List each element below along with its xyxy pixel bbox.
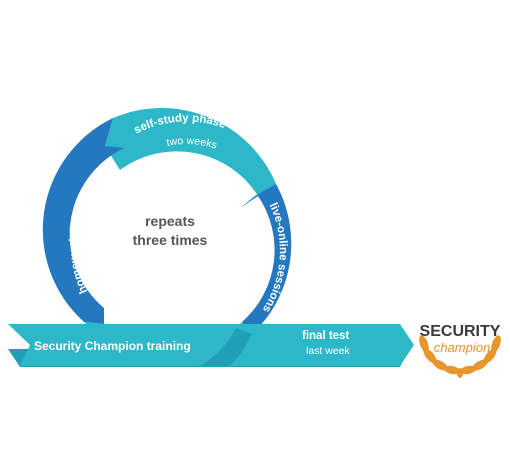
training-bar[interactable]: [8, 324, 414, 366]
security-champion-logo: SECURITY champion: [419, 323, 501, 378]
cycle-exit-sweep: [200, 328, 252, 366]
homework-segment: [42, 118, 125, 324]
self-study-segment: [105, 108, 276, 196]
laurel-wreath-icon: [419, 335, 501, 378]
final-test-title: final test: [302, 330, 349, 342]
live-online-subtitle: training days: [252, 225, 271, 289]
logo-word-champion: champion: [434, 340, 490, 355]
training-bar-label: Security Champion training: [34, 339, 191, 353]
live-online-segment: [240, 184, 292, 336]
homework-subtitle: one week: [86, 215, 102, 264]
center-text-line1: repeats: [145, 213, 195, 229]
final-test-subtitle: last week: [306, 345, 351, 357]
center-text-line2: three times: [133, 232, 208, 248]
logo-word-security: SECURITY: [420, 323, 501, 340]
